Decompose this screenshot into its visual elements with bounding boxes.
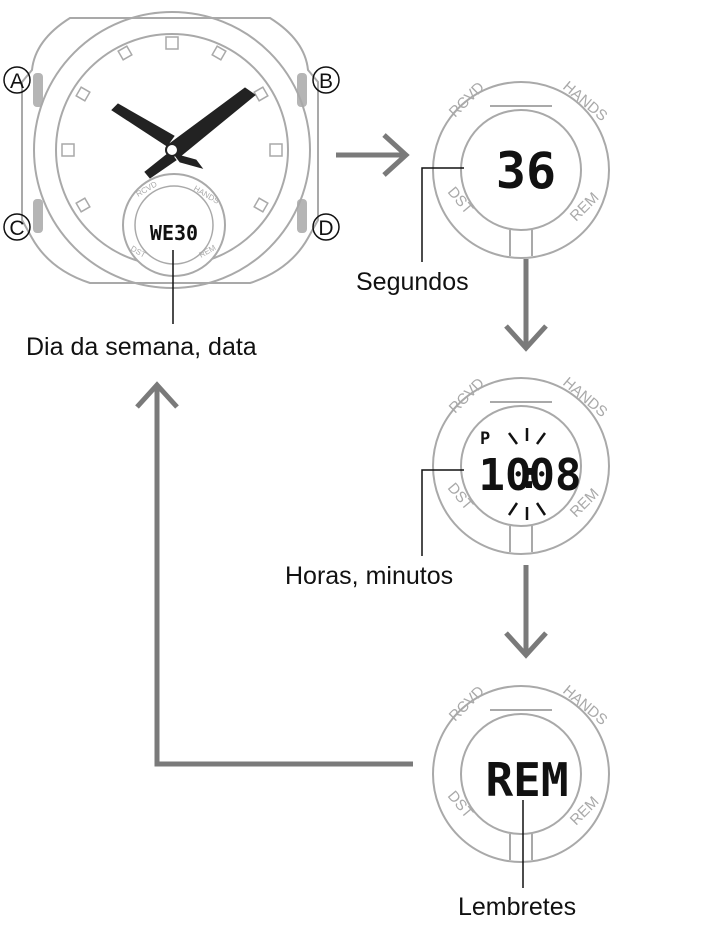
hours-screen: RCVD HANDS DST REM P 10 : 08: [421, 374, 611, 556]
svg-text:HANDS: HANDS: [559, 78, 610, 125]
svg-text:A: A: [10, 70, 24, 93]
hours-lcd-text: 10: [479, 450, 532, 501]
arrow-right-icon: [336, 133, 410, 177]
hours-caption: Horas, minutos: [285, 562, 454, 590]
button-c[interactable]: [33, 199, 43, 233]
button-d-label: D: [312, 213, 340, 241]
blinking-colon-icon: [507, 428, 547, 520]
button-d[interactable]: [297, 199, 307, 233]
arrow-down-icon: [504, 259, 548, 352]
button-c-label: C: [3, 213, 31, 241]
seconds-leader-line: [421, 167, 464, 262]
svg-text:RCVD: RCVD: [446, 79, 488, 121]
reminders-caption: Lembretes: [458, 893, 577, 921]
watch-face: A B C D RCVD HANDS DST REM WE30: [3, 11, 340, 324]
svg-text:HANDS: HANDS: [559, 682, 610, 729]
minutes-lcd-text: 08: [529, 450, 582, 501]
svg-text:RCVD: RCVD: [446, 683, 488, 725]
flow-arrows: [135, 133, 548, 767]
svg-text:DST: DST: [444, 184, 476, 218]
svg-text:DST: DST: [444, 788, 476, 822]
svg-text:D: D: [318, 217, 333, 240]
reminders-lcd-text: REM: [485, 753, 568, 807]
svg-text:C: C: [9, 217, 24, 240]
subdial: RCVD HANDS DST REM WE30: [122, 173, 226, 277]
watch-case: [21, 17, 319, 284]
svg-text:RCVD: RCVD: [446, 375, 488, 417]
button-a[interactable]: [33, 73, 43, 107]
svg-text:DST: DST: [444, 480, 476, 514]
seconds-screen: RCVD HANDS DST REM 36: [421, 78, 611, 262]
watch-bezel: [33, 11, 311, 289]
svg-text:REM: REM: [567, 189, 603, 225]
svg-text:REM: REM: [567, 793, 603, 829]
button-a-label: A: [3, 66, 31, 94]
arrow-up-return-icon: [135, 381, 413, 767]
hours-leader-line: [421, 469, 464, 556]
hours-lcd-colon: :: [518, 453, 541, 497]
reminders-screen: RCVD HANDS DST REM REM: [432, 682, 611, 888]
main-lcd-text: WE30: [150, 221, 198, 245]
minute-hand: [167, 87, 256, 159]
svg-text:B: B: [319, 70, 333, 93]
button-b-label: B: [312, 66, 340, 94]
hour-hand: [111, 103, 175, 147]
seconds-caption: Segundos: [356, 268, 469, 296]
main-caption: Dia da semana, data: [26, 333, 257, 361]
svg-text:HANDS: HANDS: [559, 374, 610, 421]
hour-markers: [61, 36, 283, 213]
pm-indicator: P: [480, 429, 490, 449]
arrow-down-icon: [504, 565, 548, 659]
seconds-lcd-text: 36: [496, 142, 556, 200]
watch-hands: [111, 87, 256, 179]
